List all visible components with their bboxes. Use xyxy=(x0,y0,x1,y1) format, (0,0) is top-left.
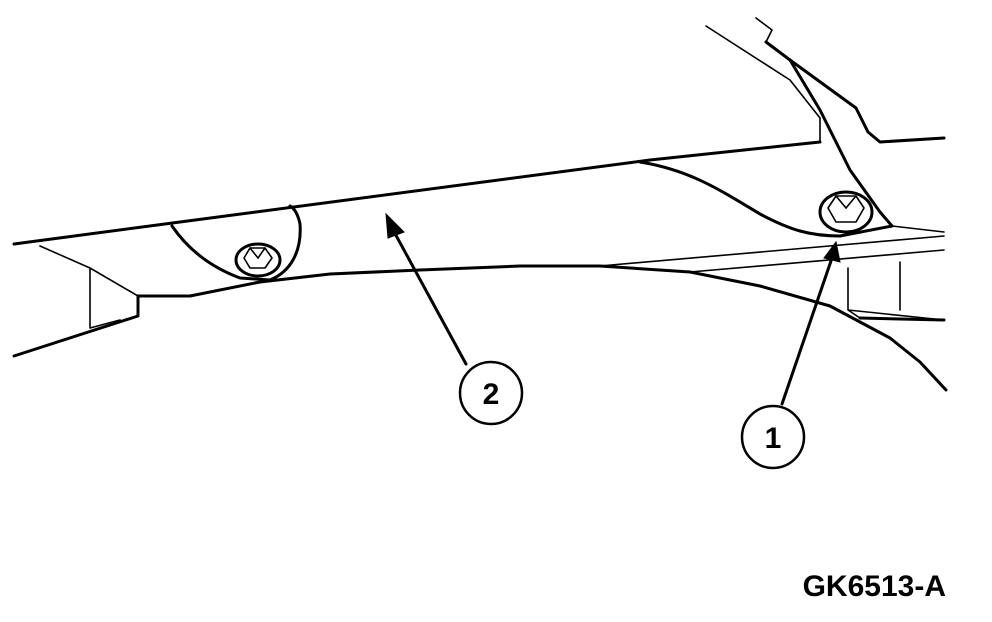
callout-2: 2 xyxy=(458,360,524,426)
callout-2-label: 2 xyxy=(483,378,500,411)
right-bolt xyxy=(818,190,874,234)
right-bracket-lower xyxy=(891,225,945,233)
callout-1-label: 1 xyxy=(765,422,782,455)
leader-arrow-1 xyxy=(780,240,841,406)
right-frame-edge xyxy=(858,316,946,322)
left-bracket xyxy=(39,245,139,329)
left-bolt xyxy=(234,242,282,278)
left-frame-lower-line xyxy=(12,294,140,358)
right-mounting-pad xyxy=(638,160,894,238)
figure-id: GK6513-A xyxy=(803,570,946,603)
right-bracket-plate xyxy=(764,40,946,144)
beam-upper-edge xyxy=(12,140,822,246)
beam-lower-contour xyxy=(136,264,948,392)
callout-1: 1 xyxy=(740,404,806,470)
right-bracket-inner xyxy=(705,25,821,143)
right-bracket-diagonal xyxy=(788,58,894,228)
leader-arrow-2 xyxy=(385,212,468,366)
right-frame-structure xyxy=(599,235,945,321)
right-bracket-notch xyxy=(755,17,773,43)
left-mounting-tab xyxy=(170,204,302,282)
